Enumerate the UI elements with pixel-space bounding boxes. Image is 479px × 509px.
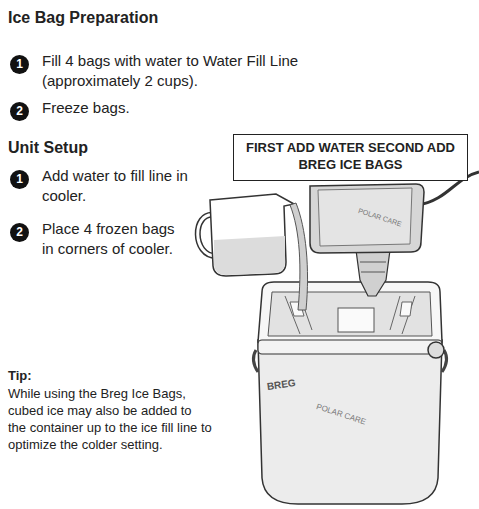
- ice-bag: [338, 308, 374, 332]
- callout-number: 2: [10, 102, 29, 121]
- ice-bags-corners: [290, 302, 412, 316]
- instruction-text: Add water to fill line in cooler.: [42, 166, 190, 205]
- handle-strap: [253, 350, 446, 372]
- water-stream: [290, 203, 308, 310]
- strap-buckle: [428, 342, 444, 358]
- instruction-text: Place 4 frozen bags in corners of cooler…: [42, 219, 187, 258]
- cooler-band: [258, 340, 442, 354]
- pitcher: [210, 194, 294, 276]
- callout-number: 2: [10, 223, 29, 242]
- tip-heading: Tip:: [8, 368, 108, 385]
- section-heading: Unit Setup: [8, 138, 208, 159]
- section-heading: Ice Bag Preparation: [8, 8, 308, 29]
- cooler-rim: [258, 282, 442, 342]
- instruction-box: FIRST ADD WATER SECOND ADD BREG ICE BAGS: [233, 134, 468, 181]
- pitcher-water: [214, 236, 285, 275]
- lid: [310, 184, 424, 253]
- callout-number: 1: [10, 170, 29, 189]
- lid-stem: [356, 250, 390, 296]
- box-text: FIRST ADD WATER SECOND ADD BREG ICE BAGS: [242, 140, 459, 174]
- instruction-text: Freeze bags.: [42, 98, 342, 118]
- cooler-opening: [268, 292, 432, 336]
- cooler-body: [258, 340, 442, 504]
- callout-number: 1: [10, 55, 29, 74]
- tip-text: While using the Breg Ice Bags, cubed ice…: [8, 386, 213, 454]
- stem-rings: [360, 262, 386, 272]
- instruction-text: Fill 4 bags with water to Water Fill Lin…: [42, 51, 342, 90]
